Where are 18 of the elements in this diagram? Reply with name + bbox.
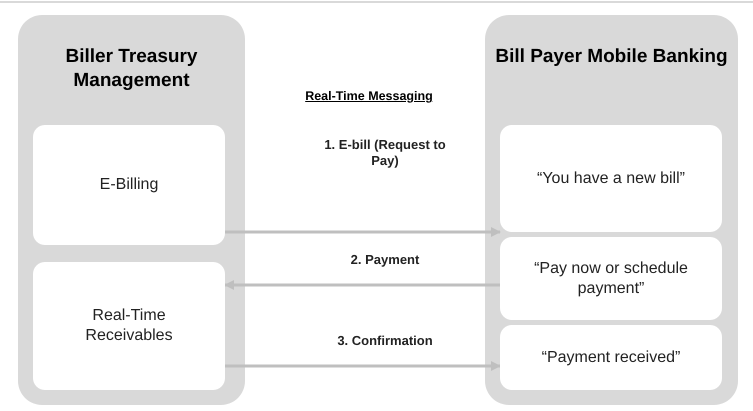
process-box	[500, 237, 722, 320]
box-text: E-Billing	[98, 175, 160, 195]
box-text: “Pay now or schedule payment”	[533, 258, 689, 298]
arrow	[225, 227, 501, 237]
box-text: Real-Time Receivables	[84, 306, 174, 346]
process-box	[33, 262, 225, 390]
process-box	[500, 325, 722, 390]
group-panel	[485, 15, 738, 405]
process-box	[500, 125, 722, 232]
panel-title: Biller Treasury Management	[64, 45, 199, 93]
arrow	[225, 361, 501, 371]
process-box	[33, 125, 225, 245]
arrow	[224, 280, 500, 290]
box-text: “You have a new bill”	[536, 168, 686, 188]
section-heading: Real-Time Messaging	[304, 89, 434, 103]
group-panel	[18, 15, 245, 405]
box-text: “Payment received”	[540, 348, 682, 368]
panel-title: Bill Payer Mobile Banking	[494, 45, 729, 69]
